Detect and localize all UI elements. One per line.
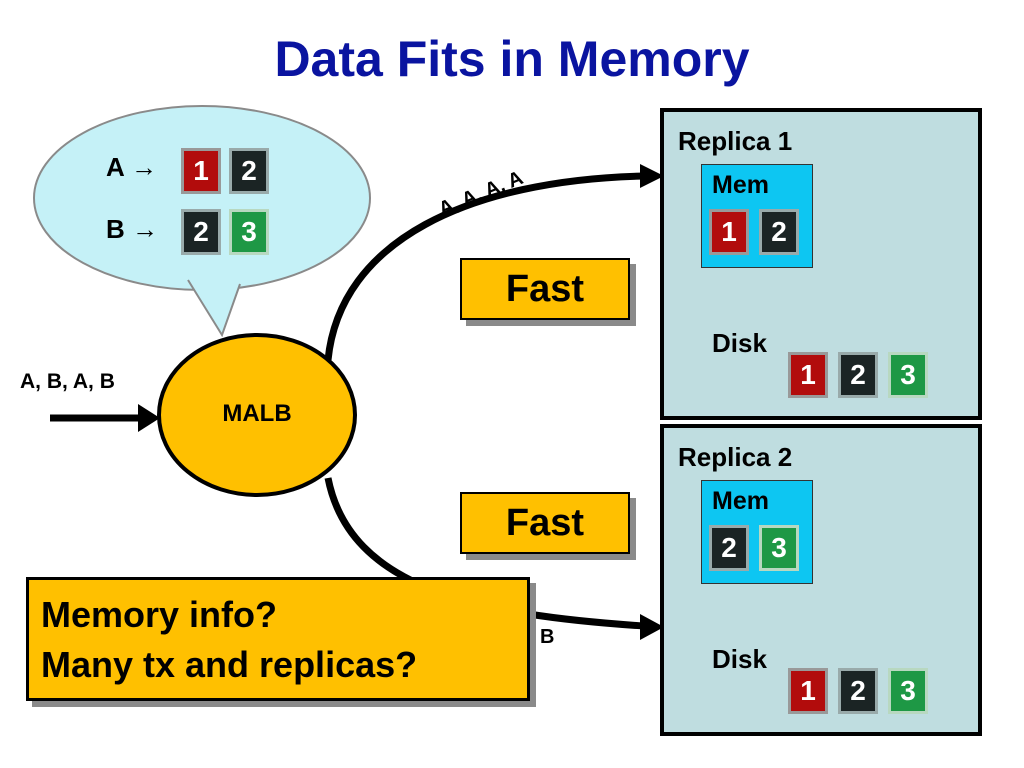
replica-1-disk-block-1: 1 (788, 352, 828, 398)
replica-2-disk-block-1: 1 (788, 668, 828, 714)
route-arrowhead-2 (640, 614, 664, 640)
bubble-a-block-1: 1 (181, 148, 221, 194)
question-callout: Memory info? Many tx and replicas? (26, 577, 530, 701)
bubble-row-b: B → (106, 214, 158, 245)
malb-ellipse (157, 333, 357, 497)
incoming-stream-label: A, B, A, B (20, 370, 115, 393)
bubble-b-block-2: 3 (229, 209, 269, 255)
replica-1-disk-block-3: 3 (888, 352, 928, 398)
route-arrowhead-1 (640, 164, 664, 188)
replica-2-mem-block-1: 2 (709, 525, 749, 571)
question-line-2: Many tx and replicas? (41, 644, 418, 685)
replica-2-mem-block-2: 3 (759, 525, 799, 571)
replica-1-panel: Replica 1 Mem 1 2 Disk 1 2 3 (660, 108, 982, 420)
replica-2-disk-block-2: 2 (838, 668, 878, 714)
replica-2-mem: Mem 2 3 (701, 480, 813, 584)
incoming-arrowhead (138, 404, 160, 432)
replica-1-mem-block-2: 2 (759, 209, 799, 255)
replica-1-mem-label: Mem (712, 171, 769, 199)
bubble-key-b: B (106, 214, 125, 244)
replica-1-mem-block-1: 1 (709, 209, 749, 255)
fast-label-bottom: Fast (460, 492, 630, 554)
replica-1-disk-block-2: 2 (838, 352, 878, 398)
malb-label: MALB (222, 400, 292, 427)
bubble-a-block-2: 2 (229, 148, 269, 194)
bubble-key-a: A (106, 152, 124, 182)
question-line-1: Memory info? (41, 594, 278, 635)
replica-2-disk-label: Disk (712, 644, 767, 674)
replica-1-label: Replica 1 (678, 126, 793, 156)
arrow-right-icon: → (131, 152, 158, 182)
replica-2-disk-block-3: 3 (888, 668, 928, 714)
replica-2-mem-label: Mem (712, 487, 769, 515)
bottom-stream-label: B (540, 626, 555, 648)
page-title: Data Fits in Memory (274, 31, 750, 87)
memory-map-bubble (33, 105, 371, 338)
arrow-right-icon: → (132, 214, 159, 244)
route-to-replica-1 (324, 172, 645, 361)
replica-2-panel: Replica 2 Mem 2 3 Disk 1 2 3 (660, 424, 982, 736)
replica-1-mem: Mem 1 2 (701, 164, 813, 268)
fast-label-top: Fast (460, 258, 630, 320)
bubble-row-a: A → (106, 152, 157, 183)
replica-2-label: Replica 2 (678, 442, 793, 472)
replica-1-disk-label: Disk (712, 328, 767, 358)
bubble-b-block-1: 2 (181, 209, 221, 255)
